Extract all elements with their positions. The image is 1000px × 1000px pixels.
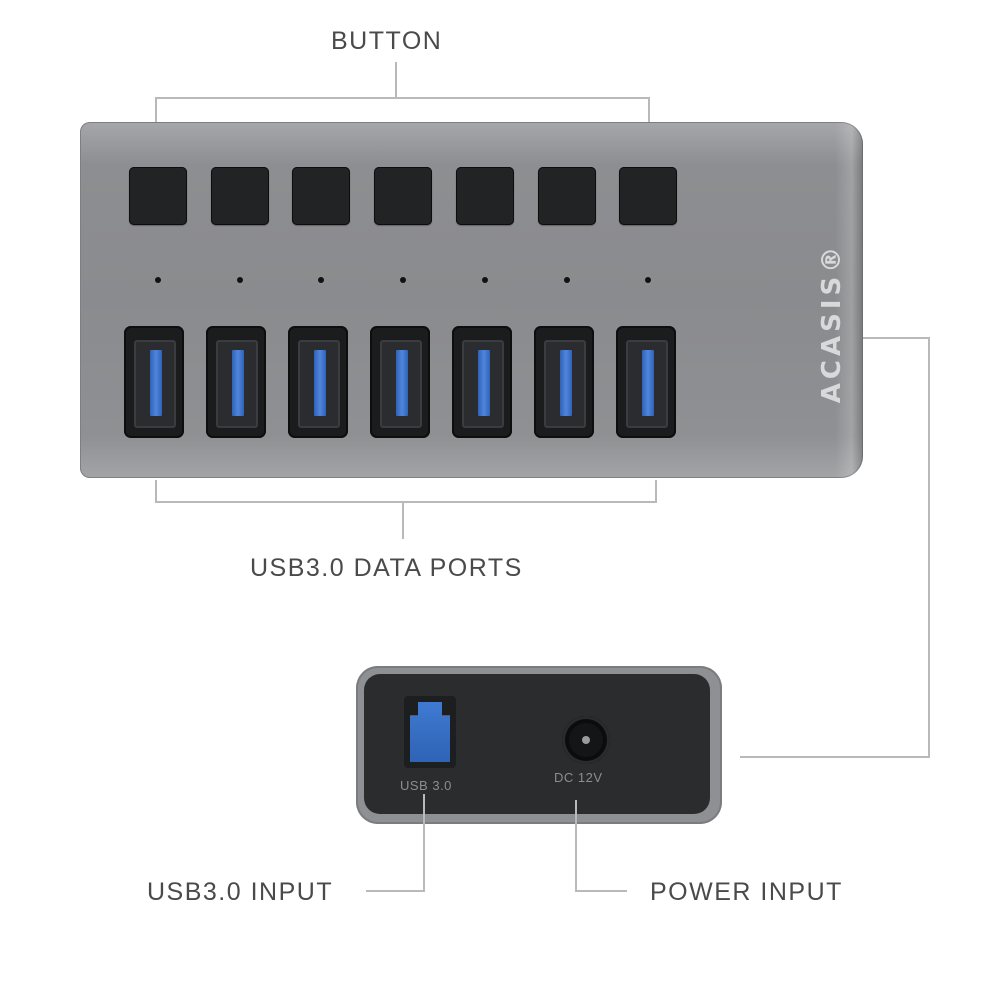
usb-hub-top-view: ACASIS®: [80, 122, 863, 478]
usb-a-port[interactable]: [534, 326, 594, 438]
led-indicator: [155, 277, 161, 283]
usb-b-port-insert: [410, 702, 450, 762]
power-input-leader-vertical: [575, 800, 577, 892]
button-bracket-horizontal: [155, 97, 650, 99]
led-indicator: [564, 277, 570, 283]
button-bracket-right: [648, 97, 650, 123]
rear-connector-bottom: [740, 756, 930, 758]
usb-a-port[interactable]: [206, 326, 266, 438]
power-switch-button[interactable]: [456, 167, 514, 225]
usb-a-port-tongue: [642, 350, 654, 416]
ports-bracket-left: [155, 480, 157, 502]
hub-rear-panel: USB 3.0 DC 12V: [356, 666, 722, 824]
power-switch-button[interactable]: [538, 167, 596, 225]
ports-bracket-right: [655, 480, 657, 502]
usb-a-port-inner: [134, 340, 176, 428]
power-switch-button[interactable]: [129, 167, 187, 225]
data-ports-label: USB3.0 DATA PORTS: [250, 554, 523, 582]
button-bracket-left: [155, 97, 157, 123]
usb-a-port-inner: [298, 340, 340, 428]
ports-bracket-horizontal: [155, 501, 657, 503]
usb-a-port-tongue: [314, 350, 326, 416]
usb-a-port-inner: [216, 340, 258, 428]
dc-port-label: DC 12V: [554, 770, 603, 785]
power-input-leader-horizontal: [575, 890, 627, 892]
dc-power-jack[interactable]: [562, 716, 610, 764]
rear-panel-face: USB 3.0 DC 12V: [364, 674, 710, 814]
usb-input-leader-vertical: [423, 794, 425, 892]
led-indicator: [237, 277, 243, 283]
usb-a-port[interactable]: [452, 326, 512, 438]
hub-edge-highlight: [835, 122, 863, 478]
usb-b-input-port[interactable]: [404, 696, 456, 768]
button-leader-vertical: [395, 62, 397, 98]
led-indicator: [400, 277, 406, 283]
rear-connector-top: [863, 337, 930, 339]
usb-a-port-tongue: [478, 350, 490, 416]
rear-connector-vertical: [928, 337, 930, 758]
usb-port-label: USB 3.0: [400, 778, 452, 793]
usb-a-port[interactable]: [288, 326, 348, 438]
usb-a-port[interactable]: [124, 326, 184, 438]
brand-logo-text: ACASIS®: [817, 242, 848, 404]
power-switch-button[interactable]: [292, 167, 350, 225]
led-indicator: [645, 277, 651, 283]
usb-a-port-tongue: [560, 350, 572, 416]
power-switch-button[interactable]: [374, 167, 432, 225]
usb-a-port[interactable]: [370, 326, 430, 438]
button-label: BUTTON: [331, 27, 443, 55]
usb-input-label: USB3.0 INPUT: [147, 878, 334, 906]
ports-leader-vertical: [402, 503, 404, 539]
usb-a-port-inner: [544, 340, 586, 428]
power-input-label: POWER INPUT: [650, 878, 843, 906]
power-switch-button[interactable]: [619, 167, 677, 225]
led-indicator: [318, 277, 324, 283]
led-indicator: [482, 277, 488, 283]
brand-logo: ACASIS®: [817, 218, 847, 428]
usb-a-port-inner: [380, 340, 422, 428]
usb-a-port[interactable]: [616, 326, 676, 438]
usb-a-port-inner: [626, 340, 668, 428]
usb-input-leader-horizontal: [366, 890, 425, 892]
usb-a-port-tongue: [150, 350, 162, 416]
usb-a-port-inner: [462, 340, 504, 428]
dc-jack-pin: [582, 736, 590, 744]
power-switch-button[interactable]: [211, 167, 269, 225]
usb-a-port-tongue: [396, 350, 408, 416]
usb-a-port-tongue: [232, 350, 244, 416]
